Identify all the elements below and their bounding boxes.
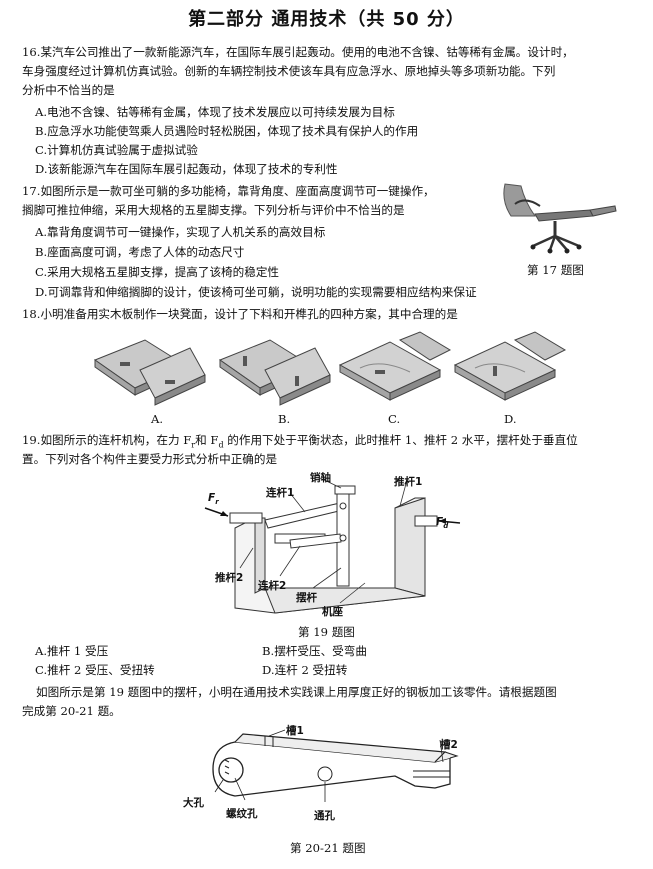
- board-figure-a: [93, 339, 206, 406]
- label-slot2: 槽2: [440, 739, 458, 751]
- q17-stem-line-2: 搁脚可推拉伸缩，采用大规格的五星脚支撑。下列分析与评价中不恰当的是: [22, 203, 405, 217]
- label-link2: 连杆2: [258, 580, 287, 592]
- q20-figure-caption: 第 20-21 题图: [290, 841, 366, 855]
- label-link1: 连杆1: [266, 487, 295, 499]
- q19-figure-caption: 第 19 题图: [298, 625, 355, 639]
- label-big-hole: 大孔: [183, 797, 204, 809]
- label-through-hole: 通孔: [314, 810, 335, 822]
- board-figure-b: [218, 339, 331, 406]
- label-push2: 推杆2: [215, 572, 244, 584]
- label-push1: 推杆1: [394, 476, 423, 488]
- q16-option-d[interactable]: D.该新能源汽车在国际车展引起轰动，体现了技术的专利性: [35, 162, 338, 176]
- q18-label-d[interactable]: D.: [504, 412, 517, 426]
- q17-stem-line-1: 17.如图所示是一款可坐可躺的多功能椅，靠背角度、座面高度调节可一键操作，: [22, 184, 435, 198]
- label-force-d: Fd: [436, 516, 449, 531]
- section-title: 第二部分 通用技术（共 50 分）: [188, 9, 465, 30]
- q18-label-b[interactable]: B.: [278, 412, 291, 426]
- swing-rod-figure: [212, 729, 459, 802]
- q16-option-c[interactable]: C.计算机仿真试验属于虚拟试验: [35, 143, 198, 157]
- q19-option-b[interactable]: B.摆杆受压、受弯曲: [262, 644, 367, 658]
- label-force-r: Fr: [208, 492, 219, 507]
- q18-figures: [93, 331, 567, 406]
- q17-option-b[interactable]: B.座面高度可调，考虑了人体的动态尺寸: [35, 245, 245, 259]
- board-figure-c: [338, 331, 452, 401]
- label-swing: 摆杆: [296, 592, 317, 604]
- label-pin: 销轴: [310, 472, 331, 484]
- q19-stem-line-2: 置。下列对各个构件主要受力形式分析中正确的是: [22, 452, 278, 466]
- label-base: 机座: [322, 606, 343, 618]
- q17-option-c[interactable]: C.采用大规格五星脚支撑，提高了该椅的稳定性: [35, 265, 280, 279]
- q19-option-c[interactable]: C.推杆 2 受压、受扭转: [35, 663, 155, 677]
- q17-option-a[interactable]: A.靠背角度调节可一键操作，实现了人机关系的高效目标: [35, 225, 326, 239]
- linkage-figure: [204, 477, 461, 614]
- q19-option-a[interactable]: A.推杆 1 受压: [35, 644, 109, 658]
- q16-stem-line-1: 16.某汽车公司推出了一款新能源汽车，在国际车展引起轰动。使用的电池不含镍、钴等…: [22, 45, 574, 59]
- q19-option-d[interactable]: D.连杆 2 受扭转: [262, 663, 348, 677]
- q18-label-c[interactable]: C.: [388, 412, 401, 426]
- label-slot1: 槽1: [286, 725, 304, 737]
- q17-option-d[interactable]: D.可调靠背和伸缩搁脚的设计，使该椅可坐可躺，说明功能的实现需要相应结构来保证: [35, 285, 477, 299]
- q17-figure-caption: 第 17 题图: [527, 263, 584, 277]
- q16-option-b[interactable]: B.应急浮水功能使驾乘人员遇险时轻松脱困，体现了技术具有保护人的作用: [35, 124, 419, 138]
- q18-label-a[interactable]: A.: [151, 412, 164, 426]
- q19-stem-line-1: 19.如图所示的连杆机构，在力 Fr和 Fd 的作用下处于平衡状态，此时推杆 1…: [22, 433, 578, 450]
- q16-stem-line-2: 车身强度经过计算机仿真试验。创新的车辆控制技术使该车具有应急浮水、原地掉头等多项…: [22, 64, 556, 78]
- q16-stem-line-3: 分析中不恰当的是: [22, 83, 115, 97]
- chair-figure: [503, 183, 617, 254]
- board-figure-d: [453, 331, 567, 401]
- q16-option-a[interactable]: A.电池不含镍、钴等稀有金属，体现了技术发展应以可持续发展为目标: [35, 105, 395, 119]
- q20-intro-line-1: 如图所示是第 19 题图中的摆杆，小明在通用技术实践课上用厚度正好的钢板加工该零…: [36, 685, 557, 699]
- q18-stem: 18.小明准备用实木板制作一块凳面，设计了下料和开榫孔的四种方案，其中合理的是: [22, 307, 458, 321]
- q20-intro-line-2: 完成第 20-21 题。: [22, 704, 121, 718]
- label-thread-hole: 螺纹孔: [226, 808, 258, 820]
